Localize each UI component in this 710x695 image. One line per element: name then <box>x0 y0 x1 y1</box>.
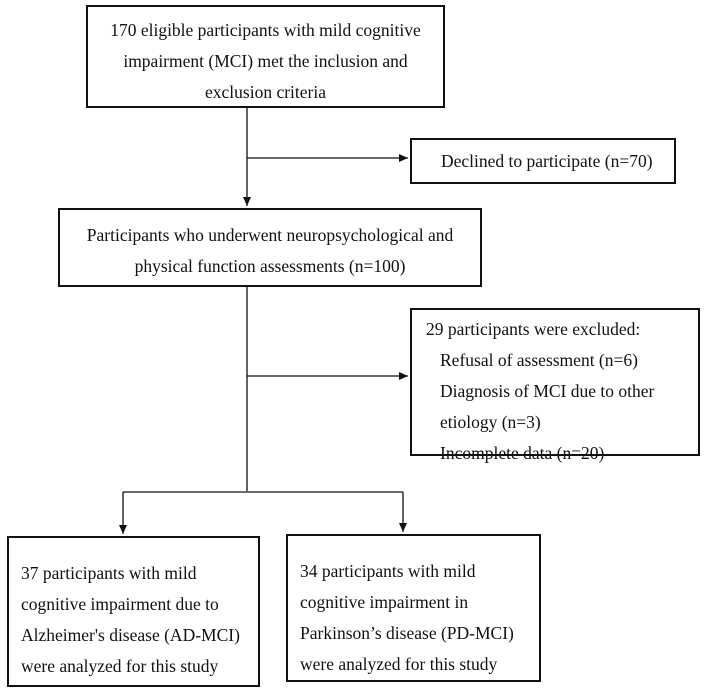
pd-mci-line-3: Parkinson’s disease (PD-MCI) <box>300 623 514 643</box>
eligible-participants-box: 170 eligible participants with mild cogn… <box>86 5 445 108</box>
excluded-item: Diagnosis of MCI due to other <box>440 381 655 401</box>
eligible-line-2: impairment (MCI) met the inclusion and <box>123 51 408 71</box>
pd-mci-line-4: were analyzed for this study <box>300 654 498 674</box>
assessed-participants-box: Participants who underwent neuropsycholo… <box>58 208 482 287</box>
excluded-item: Refusal of assessment (n=6) <box>440 350 638 370</box>
declined-text: Declined to participate (n=70) <box>441 151 653 171</box>
assessed-line-1: Participants who underwent neuropsycholo… <box>86 225 454 245</box>
pd-mci-line-1: 34 participants with mild <box>300 561 476 581</box>
ad-mci-line-1: 37 participants with mild <box>21 563 197 583</box>
eligible-line-3: exclusion criteria <box>205 82 326 102</box>
excluded-heading: 29 participants were excluded: <box>426 319 641 339</box>
excluded-box: 29 participants were excluded: Refusal o… <box>410 308 700 463</box>
declined-box: Declined to participate (n=70) <box>410 138 676 184</box>
excluded-item: Incomplete data (n=20) <box>440 443 605 463</box>
excluded-item: etiology (n=3) <box>440 412 541 432</box>
pd-mci-box: 34 participants with mild cognitive impa… <box>286 534 541 682</box>
ad-mci-line-4: were analyzed for this study <box>21 656 219 676</box>
ad-mci-line-3: Alzheimer's disease (AD-MCI) <box>21 625 240 645</box>
eligible-line-1: 170 eligible participants with mild cogn… <box>110 20 421 40</box>
ad-mci-box: 37 participants with mild cognitive impa… <box>7 536 260 687</box>
pd-mci-line-2: cognitive impairment in <box>300 592 469 612</box>
ad-mci-line-2: cognitive impairment due to <box>21 594 219 614</box>
assessed-line-2: physical function assessments (n=100) <box>134 256 406 276</box>
